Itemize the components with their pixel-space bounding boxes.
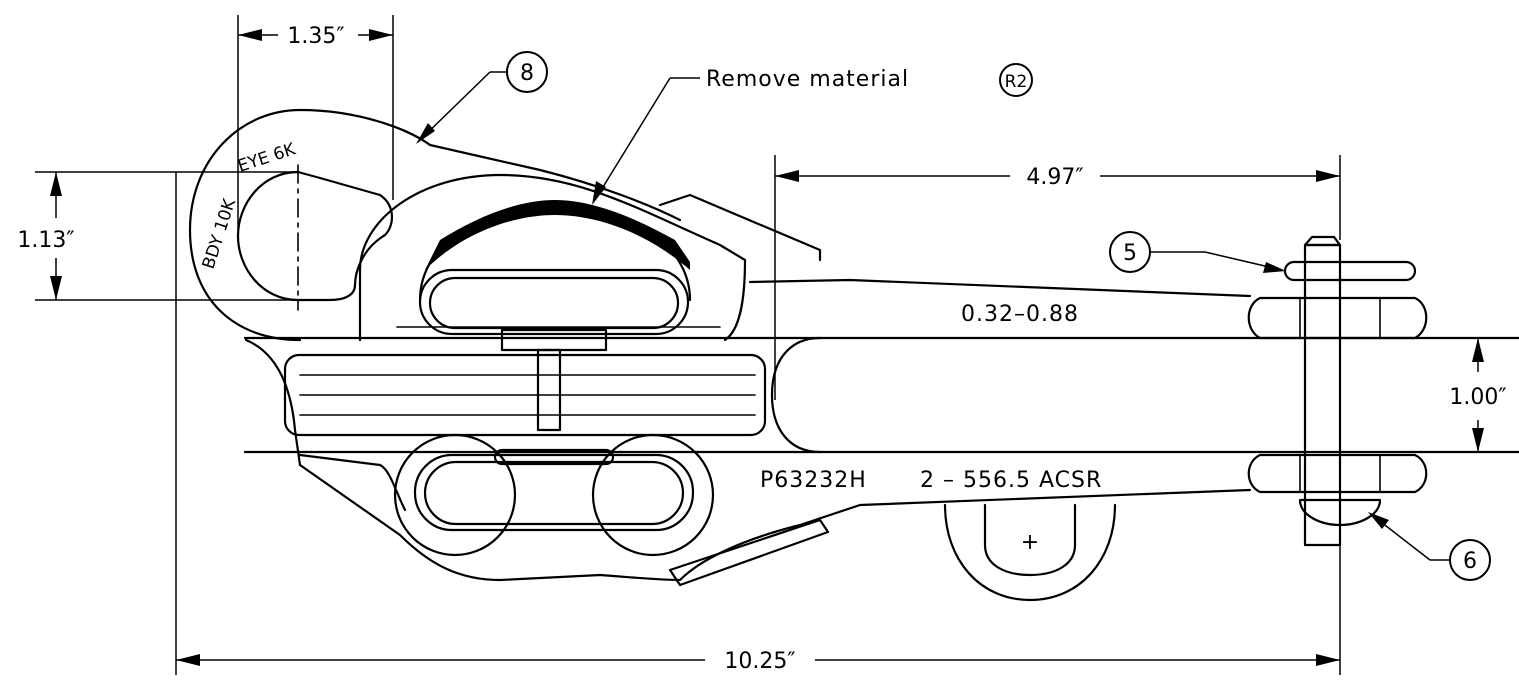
plates (658, 193, 830, 587)
conductor-label: 2 – 556.5 ACSR (920, 468, 1102, 493)
eye-rating-text: EYE 6K (235, 139, 298, 177)
dimension-1-35: 1.35″ (237, 15, 394, 230)
dim-text-4-97: 4.97″ (1026, 165, 1083, 190)
pull-tab (943, 503, 1117, 602)
balloon-5-text: 5 (1123, 241, 1137, 266)
balloon-8: 8 (416, 51, 548, 144)
plus-mark: + (1021, 530, 1039, 555)
balloon-6: 6 (1368, 512, 1491, 581)
dim-text-1-00: 1.00″ (1449, 385, 1506, 410)
upper-slot (396, 200, 721, 336)
balloon-5: 5 (1109, 231, 1286, 273)
revision-text: R2 (1005, 72, 1028, 92)
part-number-label: P63232H (760, 468, 867, 493)
lower-slot (393, 433, 715, 557)
balloon-8-text: 8 (520, 61, 534, 86)
keeper-block (283, 328, 767, 437)
body-rating-text: BDY 10K (199, 196, 241, 272)
revision-bubble (999, 63, 1033, 97)
dimension-1-13: 1.13″ (17, 171, 300, 301)
balloon-6-text: 6 (1463, 549, 1477, 574)
dimension-1-00: 1.00″ (1449, 338, 1507, 452)
dimension-4-97: 4.97″ (774, 155, 1341, 400)
bolt-assembly (1247, 235, 1428, 547)
dim-text-1-13: 1.13″ (17, 228, 74, 253)
dimension-10-25: 10.25″ (175, 172, 1341, 675)
dim-text-10-25: 10.25″ (724, 649, 795, 674)
dim-text-1-35: 1.35″ (287, 24, 344, 49)
range-label: 0.32–0.88 (961, 302, 1079, 327)
remove-material-text: Remove material (706, 67, 909, 92)
remove-material-callout: Remove material R2 (592, 63, 1033, 205)
